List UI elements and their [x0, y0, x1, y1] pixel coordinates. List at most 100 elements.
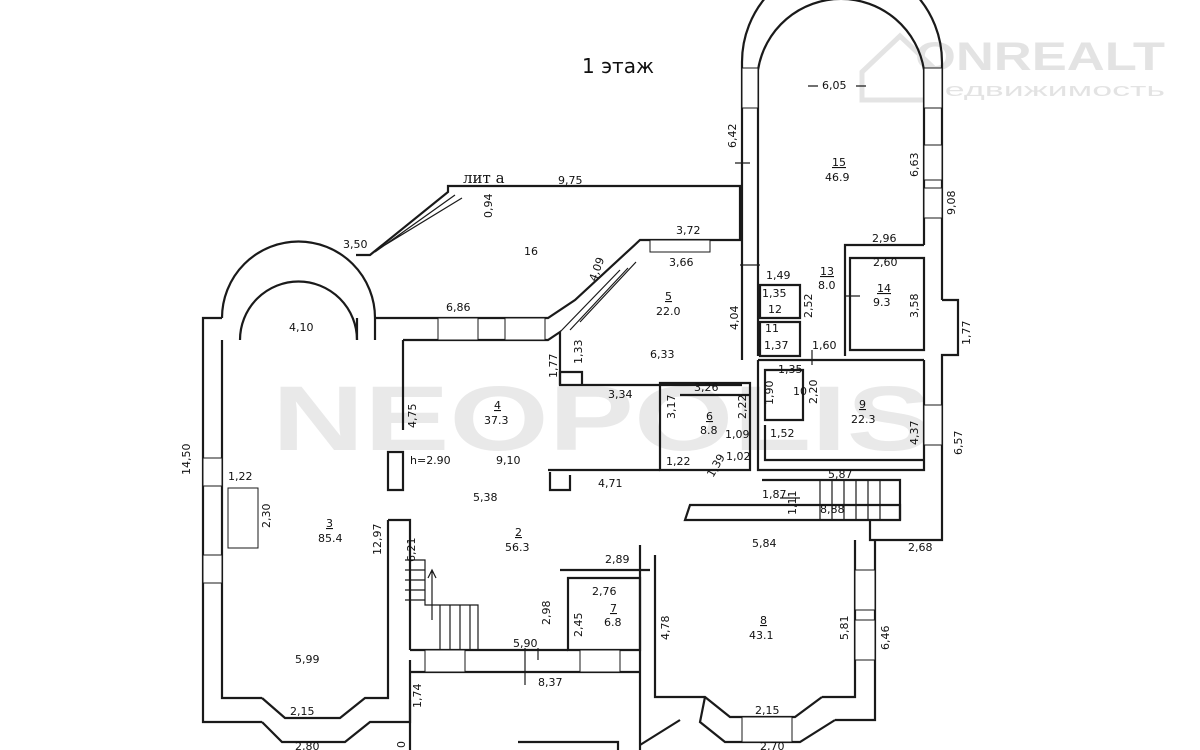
dimension-label: 1,35 — [778, 363, 803, 376]
dimension-label: 2,76 — [592, 585, 617, 598]
window — [649, 239, 711, 253]
window — [227, 487, 259, 549]
room-number-13: 13 — [820, 265, 834, 278]
window — [923, 187, 943, 219]
room-number-6: 6 — [706, 410, 713, 423]
room-area-13: 8.0 — [818, 279, 836, 292]
window — [741, 67, 759, 109]
dimension-label: 0,94 — [482, 194, 495, 219]
dimension-label: 1,35 — [762, 287, 787, 300]
dimension-label: 1,37 — [764, 339, 789, 352]
window — [854, 619, 876, 661]
dimension-label: 5,99 — [295, 653, 320, 666]
dimension-label: 4,37 — [908, 421, 921, 446]
dimension-label: 3,58 — [908, 294, 921, 319]
watermark-brand-text: ONREALT — [915, 35, 1165, 79]
dimension-label: 4,75 — [406, 404, 419, 429]
dimension-label: 2,15 — [755, 704, 780, 717]
room-area-8: 43.1 — [749, 629, 774, 642]
dimension-label: 8,37 — [538, 676, 563, 689]
dimension-label: 1,77 — [960, 321, 973, 346]
dimension-label: 4,04 — [728, 306, 741, 331]
dimension-label: 3,17 — [665, 395, 678, 420]
dimension-label: 1,11 — [786, 491, 799, 516]
room-area-4: 37.3 — [484, 414, 509, 427]
dimension-label: 5,84 — [752, 537, 777, 550]
dimension-ticks — [524, 85, 866, 685]
dimension-label: 2,45 — [572, 613, 585, 638]
stairs — [369, 191, 881, 650]
room-area-9: 22.3 — [851, 413, 876, 426]
dimension-label: 12,97 — [371, 524, 384, 556]
dimension-label: 9,08 — [945, 191, 958, 216]
window — [437, 317, 479, 341]
onrealt-watermark: ONREALT недвижимость — [859, 32, 1165, 103]
room-number-8: 8 — [760, 614, 767, 627]
room-number-2: 2 — [515, 526, 522, 539]
window — [854, 569, 876, 611]
window — [923, 404, 943, 446]
dimension-label: h=2.90 — [410, 454, 451, 467]
room-number-4: 4 — [494, 399, 501, 412]
dimension-label: 3,26 — [694, 381, 719, 394]
room-number-7: 7 — [610, 602, 617, 615]
room-number-10: 10 — [793, 385, 807, 398]
dimension-label: 4,09 — [587, 256, 608, 283]
window — [923, 144, 943, 181]
dimension-label: 1,49 — [766, 269, 791, 282]
dimension-label: 2,70 — [760, 740, 785, 750]
room-number-9: 9 — [859, 398, 866, 411]
dimension-label: 9,10 — [496, 454, 521, 467]
dimension-label: 3,34 — [608, 388, 633, 401]
window — [741, 716, 793, 743]
dimension-label: 1,22 — [666, 455, 691, 468]
dimension-label: 3,50 — [343, 238, 368, 251]
dimension-label: 6,21 — [405, 538, 418, 563]
dimension-label: 1,02 — [726, 450, 751, 463]
dimension-label: 6,86 — [446, 301, 471, 314]
dimension-label: 1,90 — [763, 381, 776, 406]
room-area-7: 6.8 — [604, 616, 622, 629]
neopolis-watermark: NEOPOLIS — [272, 368, 932, 470]
window — [923, 67, 943, 109]
windows — [202, 67, 943, 743]
dimension-label: 6,05 — [822, 79, 847, 92]
dimension-label: 2,89 — [605, 553, 630, 566]
dimension-label: 1,60 — [812, 339, 837, 352]
window — [202, 554, 223, 584]
room-number-11: 11 — [765, 322, 779, 335]
dimension-label: 5,87 — [828, 468, 853, 481]
dimension-label: 2,96 — [872, 232, 897, 245]
dimension-label: 14,50 — [180, 444, 193, 476]
window — [202, 457, 223, 487]
dimension-label: 9,75 — [558, 174, 583, 187]
dimension-label: 2,60 — [873, 256, 898, 269]
dimension-label: 1,52 — [770, 427, 795, 440]
dimension-label: 6,46 — [879, 626, 892, 651]
dimension-label: 1,77 — [547, 354, 560, 379]
dimension-label: 5,90 — [513, 637, 538, 650]
room-area-5: 22.0 — [656, 305, 681, 318]
room-number-12: 12 — [768, 303, 782, 316]
dimension-label: 2,15 — [290, 705, 315, 718]
walls — [201, 0, 960, 750]
dimension-label: 1,33 — [572, 340, 585, 365]
room-number-16: 16 — [524, 245, 538, 258]
dimension-label: 6,63 — [908, 153, 921, 178]
dimension-label: 8,88 — [820, 503, 845, 516]
dimension-label: 4,71 — [598, 477, 623, 490]
room-area-6: 8.8 — [700, 424, 718, 437]
dimension-label: 6,33 — [650, 348, 675, 361]
room-area-3: 85.4 — [318, 532, 343, 545]
dimension-label: 0 — [395, 741, 408, 748]
lit-label: лит а — [463, 169, 505, 187]
window — [424, 649, 466, 673]
dimension-label: 1,09 — [725, 428, 750, 441]
dimension-label: 3,66 — [669, 256, 694, 269]
dimension-label: 1,87 — [762, 488, 787, 501]
dimension-label: 1,74 — [411, 684, 424, 709]
room-labels: 2 56.3 3 85.4 4 37.3 5 22.0 6 8.8 7 6.8 … — [318, 156, 891, 642]
room-number-5: 5 — [665, 290, 672, 303]
dimension-label: 1,22 — [228, 470, 253, 483]
